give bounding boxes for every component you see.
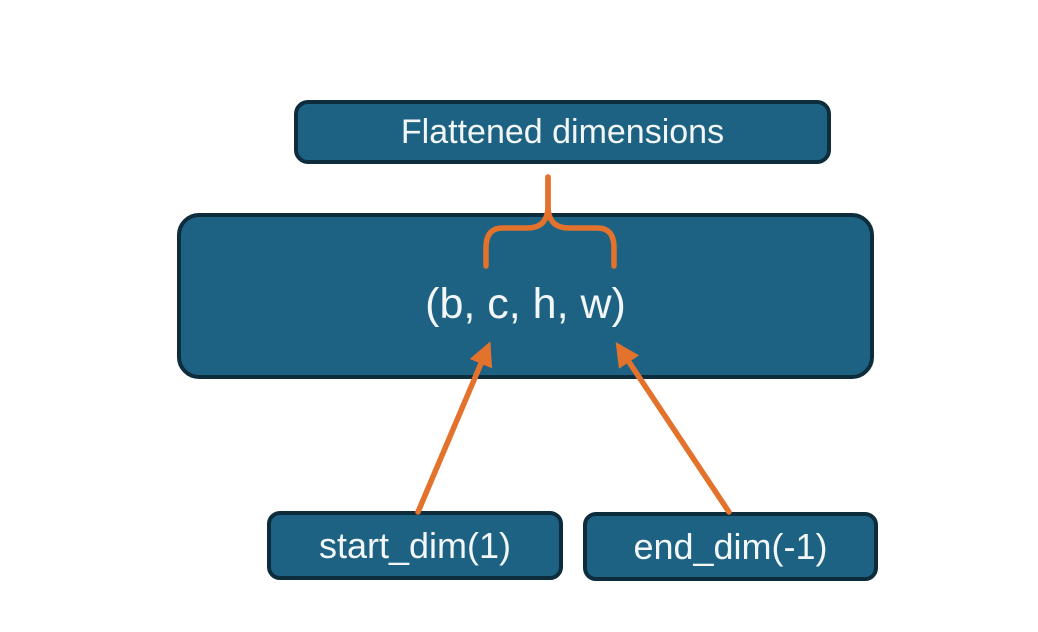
tensor-shape-label: (b, c, h, w): [425, 279, 626, 328]
end-dim-box: end_dim(-1): [583, 512, 878, 581]
tensor-shape-box: (b, c, h, w): [177, 213, 874, 379]
flattened-dimensions-box: Flattened dimensions: [294, 100, 831, 164]
start-dim-label: start_dim(1): [318, 524, 512, 566]
flattened-dimensions-label: Flattened dimensions: [400, 112, 725, 151]
end-dim-label: end_dim(-1): [633, 525, 828, 567]
start-dim-box: start_dim(1): [267, 511, 563, 580]
